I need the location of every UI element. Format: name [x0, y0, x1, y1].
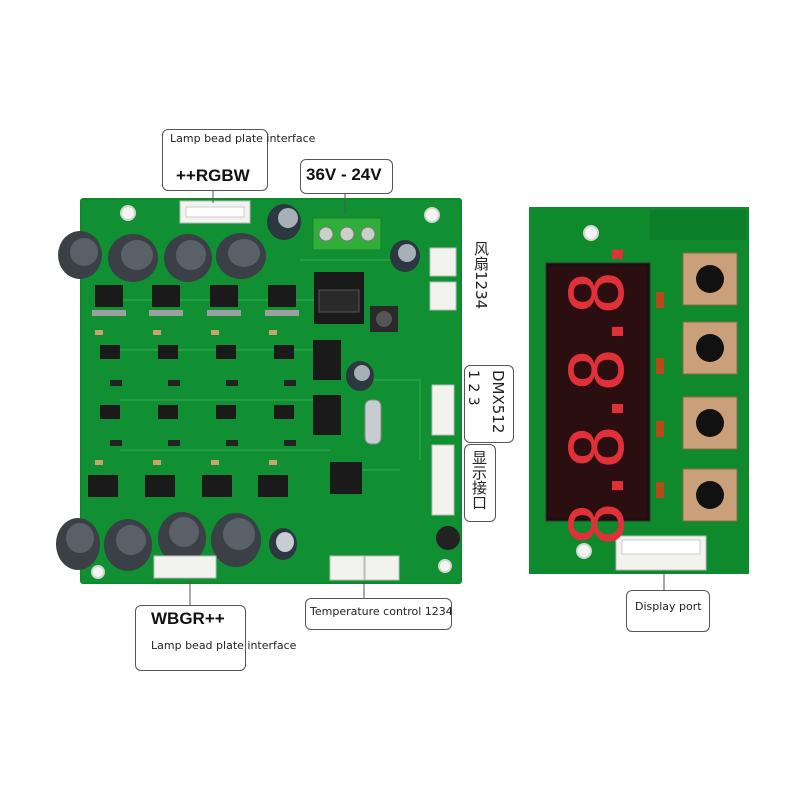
display-digits: 8.8.8.8. [555, 237, 641, 547]
label-wbgr: WBGR++ [151, 609, 225, 628]
display-board [529, 207, 749, 574]
callout-dmx [464, 365, 514, 443]
callout-voltage [300, 159, 393, 194]
label-dmx512: DMX512 [489, 370, 507, 434]
label-dmx-numbers: 1 2 3 [465, 370, 481, 406]
callout-temperature [305, 598, 452, 630]
main-driver-board [56, 198, 462, 584]
label-lamp-interface-bottom: Lamp bead plate interface [151, 639, 297, 652]
label-voltage: 36V - 24V [306, 165, 382, 184]
label-rgbw: ++RGBW [176, 166, 250, 185]
label-lamp-interface-top: Lamp bead plate interface [170, 132, 316, 145]
label-fan: 风扇1234 [472, 241, 490, 310]
seven-segment-display: 8.8.8.8. [550, 238, 646, 546]
callout-display-port [626, 590, 710, 632]
label-display-port: Display port [635, 600, 702, 613]
callout-lamp-interface-top [162, 129, 268, 191]
label-temperature: Temperature control 1234 [310, 605, 453, 618]
label-display-interface-cn: 显示接口 [470, 450, 488, 510]
callout-display-interface [464, 444, 496, 522]
callout-lamp-interface-bottom [135, 605, 246, 671]
